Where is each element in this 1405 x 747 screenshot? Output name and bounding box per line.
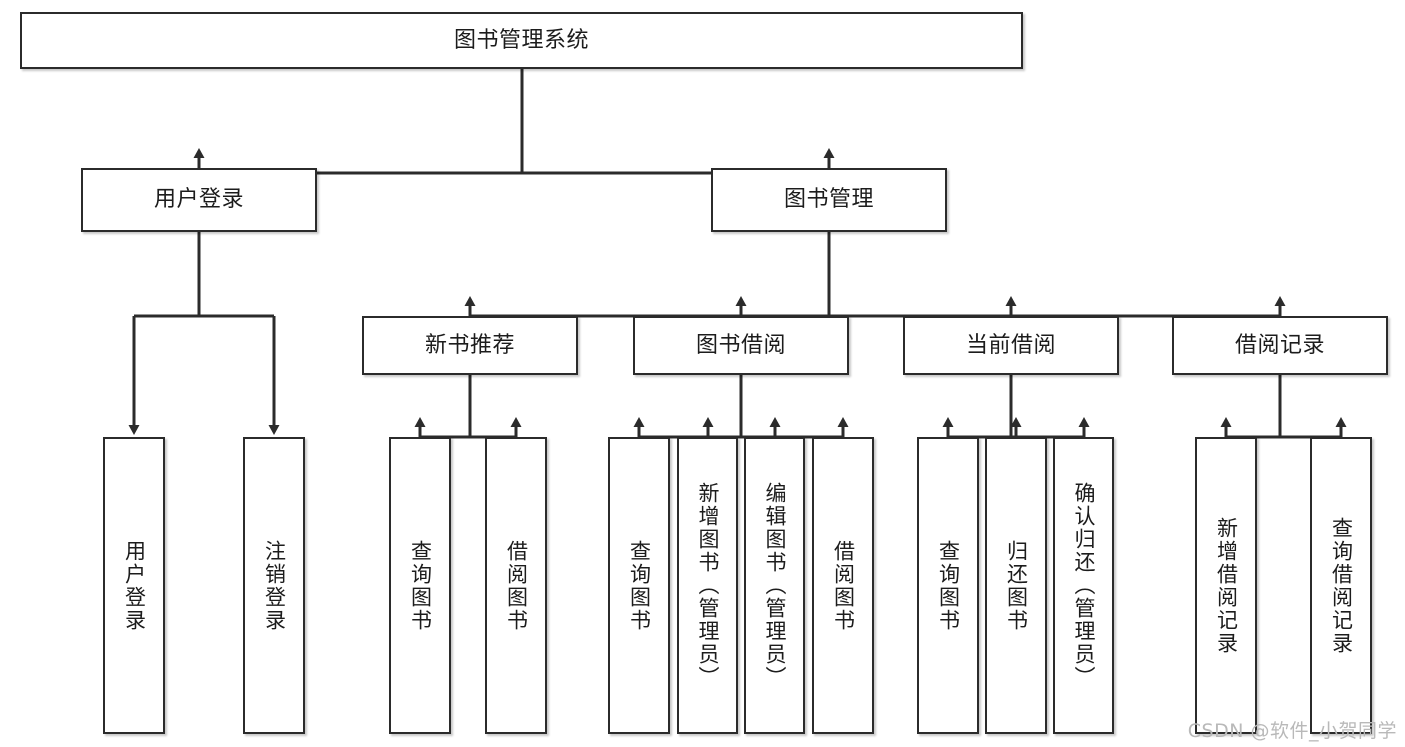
node-label: 新增借阅记录 xyxy=(1214,516,1239,655)
node-label: 查询借阅记录 xyxy=(1329,516,1354,655)
node-root[interactable]: 图书管理系统 xyxy=(20,12,1023,69)
node-book-borrow[interactable]: 图书借阅 xyxy=(633,316,849,375)
node-book-manage[interactable]: 图书管理 xyxy=(711,168,947,232)
node-leaf-add-record[interactable]: 新增借阅记录 xyxy=(1195,437,1257,734)
node-label: 借阅记录 xyxy=(1234,332,1325,358)
node-label: 图书管理 xyxy=(783,187,874,213)
node-label: 借阅图书 xyxy=(831,539,856,632)
node-label: 编辑图书（管理员） xyxy=(763,482,787,689)
node-label: 确认归还（管理员） xyxy=(1072,482,1096,689)
node-label: 当前借阅 xyxy=(965,332,1056,358)
node-current-borrow[interactable]: 当前借阅 xyxy=(903,316,1119,375)
node-label: 查询图书 xyxy=(627,539,652,632)
node-label: 查询图书 xyxy=(936,539,961,632)
node-label: 新书推荐 xyxy=(424,332,515,358)
node-leaf-query-book-1[interactable]: 查询图书 xyxy=(389,437,451,734)
node-label: 查询图书 xyxy=(408,539,433,632)
node-label: 图书借阅 xyxy=(695,332,786,358)
node-leaf-query-record[interactable]: 查询借阅记录 xyxy=(1310,437,1372,734)
node-label: 注销登录 xyxy=(262,539,287,632)
node-label: 用户登录 xyxy=(153,187,244,213)
node-leaf-query-book-2[interactable]: 查询图书 xyxy=(608,437,670,734)
node-leaf-edit-book[interactable]: 编辑图书（管理员） xyxy=(744,437,805,734)
node-leaf-query-book-3[interactable]: 查询图书 xyxy=(917,437,979,734)
node-leaf-confirm-return[interactable]: 确认归还（管理员） xyxy=(1053,437,1114,734)
node-label: 图书管理系统 xyxy=(453,27,589,53)
node-user-login[interactable]: 用户登录 xyxy=(81,168,317,232)
node-label: 用户登录 xyxy=(122,539,147,632)
node-leaf-borrow-book-1[interactable]: 借阅图书 xyxy=(485,437,547,734)
node-borrow-record[interactable]: 借阅记录 xyxy=(1172,316,1388,375)
node-new-book-rec[interactable]: 新书推荐 xyxy=(362,316,578,375)
node-leaf-add-book[interactable]: 新增图书（管理员） xyxy=(677,437,738,734)
node-leaf-user-login[interactable]: 用户登录 xyxy=(103,437,165,734)
node-label: 归还图书 xyxy=(1004,539,1029,632)
node-leaf-user-logout[interactable]: 注销登录 xyxy=(243,437,305,734)
node-leaf-borrow-book-2[interactable]: 借阅图书 xyxy=(812,437,874,734)
node-label: 借阅图书 xyxy=(504,539,529,632)
node-label: 新增图书（管理员） xyxy=(696,482,720,689)
node-leaf-return-book[interactable]: 归还图书 xyxy=(985,437,1047,734)
